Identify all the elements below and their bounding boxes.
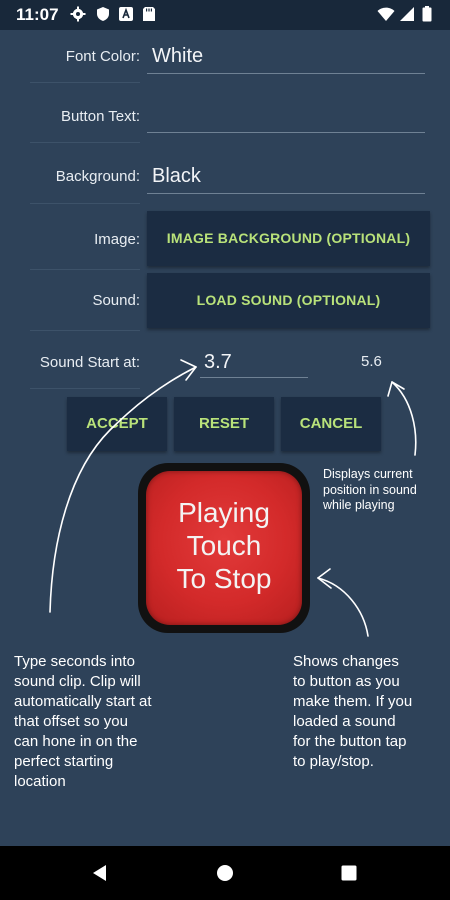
recents-icon[interactable] bbox=[341, 865, 357, 881]
wifi-icon bbox=[377, 7, 395, 21]
row-divider bbox=[30, 82, 140, 83]
reset-button[interactable]: RESET bbox=[174, 397, 274, 451]
home-icon[interactable] bbox=[216, 864, 234, 882]
right-bottom-arrowhead-icon bbox=[317, 568, 332, 589]
back-icon[interactable] bbox=[91, 864, 109, 882]
preview-button[interactable]: Playing Touch To Stop bbox=[138, 463, 310, 633]
right-top-arrowhead-icon bbox=[387, 381, 405, 397]
font-color-input[interactable]: White bbox=[152, 45, 204, 67]
navigation-bar bbox=[0, 846, 450, 900]
accept-button[interactable]: ACCEPT bbox=[67, 397, 167, 451]
left-arrowhead-icon bbox=[180, 359, 197, 381]
status-bar: 11:07 bbox=[0, 0, 450, 30]
preview-line-3: To Stop bbox=[176, 563, 272, 594]
sound-start-input[interactable]: 3.7 bbox=[204, 351, 232, 373]
gear-icon bbox=[70, 6, 86, 22]
position-note: Displays current position in sound while… bbox=[323, 467, 417, 512]
shield-icon bbox=[97, 7, 109, 21]
row-divider bbox=[30, 142, 140, 143]
sound-position-readout: 5.6 bbox=[361, 353, 382, 370]
background-label: Background: bbox=[55, 168, 140, 185]
sd-card-icon bbox=[143, 7, 155, 21]
row-divider bbox=[30, 269, 140, 270]
button-text-underline bbox=[147, 132, 425, 133]
preview-button-face[interactable]: Playing Touch To Stop bbox=[146, 471, 302, 625]
font-color-underline bbox=[147, 73, 425, 74]
battery-icon bbox=[422, 6, 432, 22]
right-top-arrow-icon bbox=[391, 381, 417, 456]
sound-start-label: Sound Start at: bbox=[39, 354, 140, 371]
sound-start-note: Type seconds into sound clip. Clip will … bbox=[14, 653, 152, 790]
row-divider bbox=[30, 388, 140, 389]
status-time: 11:07 bbox=[16, 5, 59, 24]
cancel-button[interactable]: CANCEL bbox=[281, 397, 381, 451]
background-input[interactable]: Black bbox=[152, 165, 201, 187]
a-letter-icon bbox=[119, 7, 133, 21]
row-divider bbox=[30, 330, 140, 331]
image-label: Image: bbox=[94, 231, 140, 248]
preview-line-1: Playing bbox=[178, 497, 270, 528]
font-color-label: Font Color: bbox=[65, 48, 140, 65]
sound-start-underline bbox=[200, 377, 308, 378]
right-bottom-arrow-icon bbox=[317, 577, 369, 637]
button-text-label: Button Text: bbox=[61, 108, 140, 125]
preview-line-2: Touch bbox=[186, 530, 262, 561]
sound-label: Sound: bbox=[92, 292, 140, 309]
background-underline bbox=[147, 193, 425, 194]
preview-note: Shows changes to button as you make them… bbox=[293, 653, 413, 770]
cellular-icon bbox=[400, 7, 414, 21]
row-divider bbox=[30, 203, 140, 204]
image-background-button[interactable]: IMAGE BACKGROUND (OPTIONAL) bbox=[147, 211, 430, 266]
load-sound-button[interactable]: LOAD SOUND (OPTIONAL) bbox=[147, 273, 430, 328]
